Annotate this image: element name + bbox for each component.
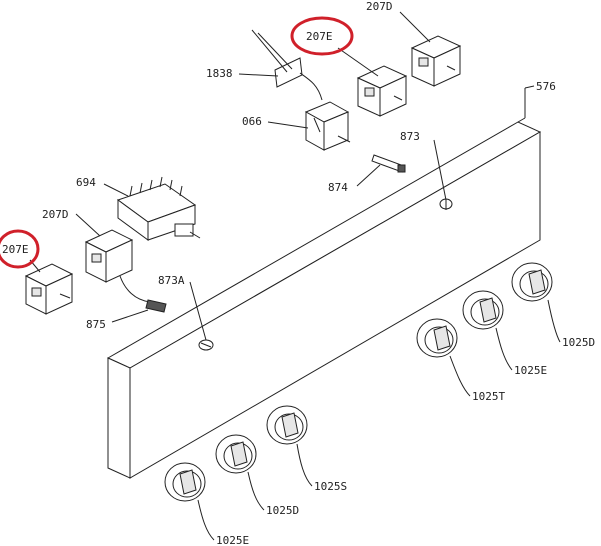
knob-1025D-right xyxy=(511,262,553,302)
knob-1025T xyxy=(416,318,458,358)
highlight-circle-207E-left xyxy=(0,229,40,269)
label-1025D-right: 1025D xyxy=(562,336,595,349)
regulator-207E-left xyxy=(24,263,74,315)
label-207D-top: 207D xyxy=(366,0,393,13)
knob-1025S xyxy=(266,405,308,445)
knob-1025D-bottom xyxy=(215,434,257,474)
label-1025S: 1025S xyxy=(314,480,347,493)
cable-875 xyxy=(145,299,167,313)
sensor-1838 xyxy=(251,29,323,101)
label-1025E-right: 1025E xyxy=(514,364,547,377)
label-207E-left: 207E xyxy=(2,243,29,256)
selector-switch-694 xyxy=(116,176,201,241)
push-button-873 xyxy=(439,198,453,210)
label-1025E-bottom: 1025E xyxy=(216,534,249,546)
label-1838: 1838 xyxy=(206,67,233,80)
leader-lines xyxy=(29,11,561,541)
thermostat-066 xyxy=(304,101,351,151)
label-1025D-bottom: 1025D xyxy=(266,504,299,517)
label-694: 694 xyxy=(76,176,96,189)
label-874: 874 xyxy=(328,181,348,194)
label-207E-top: 207E xyxy=(306,30,333,43)
label-875: 875 xyxy=(86,318,106,331)
push-button-873A xyxy=(198,339,214,351)
regulator-207D-top xyxy=(410,35,462,87)
regulator-207E-top xyxy=(356,65,408,117)
knob-1025E-right xyxy=(462,290,504,330)
label-873: 873 xyxy=(400,130,420,143)
label-873A: 873A xyxy=(158,274,185,287)
regulator-207D-left xyxy=(84,229,151,303)
label-207D-left: 207D xyxy=(42,208,69,221)
highlight-circle-207E-top xyxy=(290,16,354,56)
bracket-874 xyxy=(371,154,406,173)
control-panel xyxy=(106,117,542,479)
label-576: 576 xyxy=(536,80,556,93)
label-066: 066 xyxy=(242,115,262,128)
knob-1025E-bottom xyxy=(164,462,206,502)
label-1025T: 1025T xyxy=(472,390,505,403)
